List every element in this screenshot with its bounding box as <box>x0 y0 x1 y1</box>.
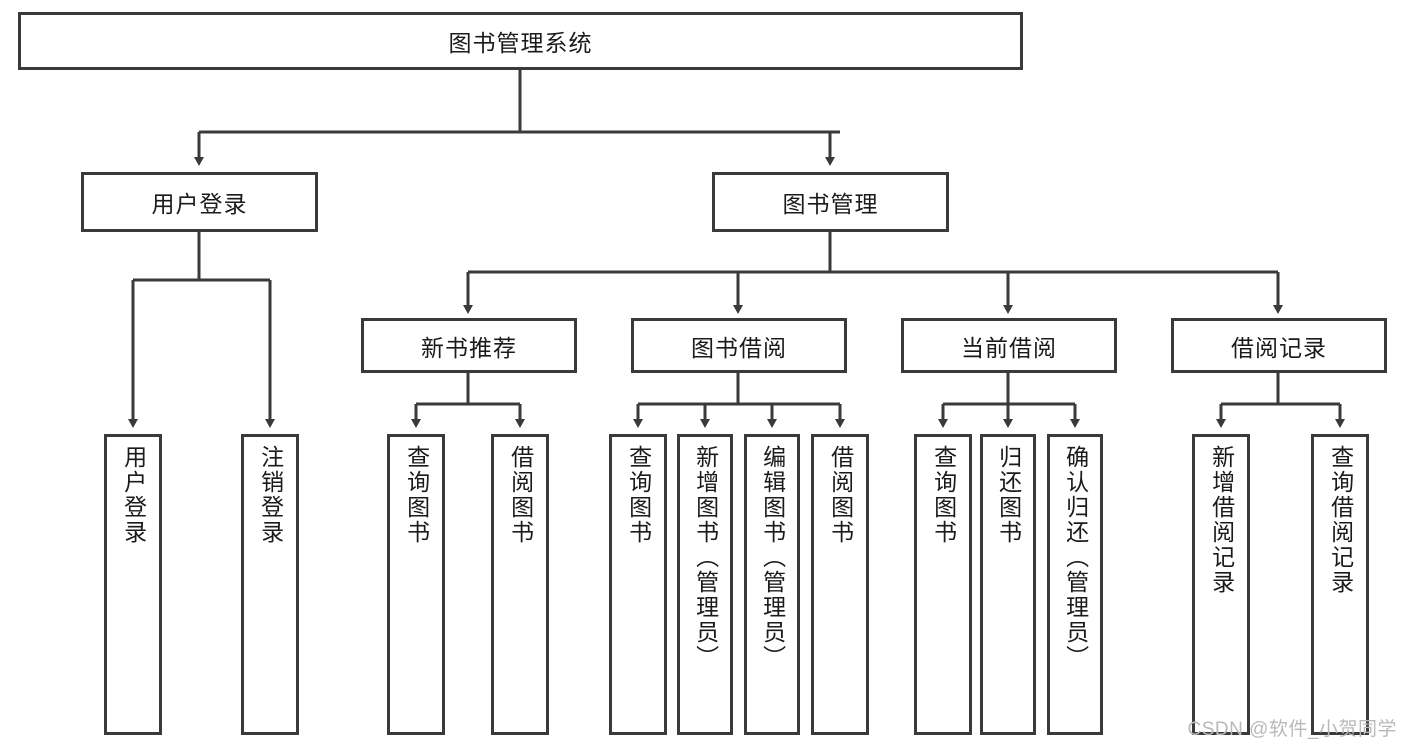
node-current-borrow[interactable]: 当前借阅 <box>901 318 1117 373</box>
leaf-recommend-borrow-book[interactable]: 借阅图书 <box>491 434 549 735</box>
node-book-borrow[interactable]: 图书借阅 <box>631 318 847 373</box>
leaf-label: 新增图书（管理员） <box>692 445 719 670</box>
leaf-recommend-query-book[interactable]: 查询图书 <box>387 434 445 735</box>
node-new-book-recommend-label: 新书推荐 <box>421 334 517 361</box>
leaf-label: 查询借阅记录 <box>1327 445 1354 595</box>
leaf-label: 查询图书 <box>930 445 957 545</box>
leaf-user-login-signout[interactable]: 注销登录 <box>241 434 299 735</box>
leaf-label: 查询图书 <box>403 445 430 545</box>
node-new-book-recommend[interactable]: 新书推荐 <box>361 318 577 373</box>
leaf-current-confirm-return[interactable]: 确认归还（管理员） <box>1047 434 1103 735</box>
leaf-borrow-add-book[interactable]: 新增图书（管理员） <box>677 434 733 735</box>
leaf-record-query-record[interactable]: 查询借阅记录 <box>1311 434 1369 735</box>
leaf-label: 编辑图书（管理员） <box>759 445 786 670</box>
leaf-label: 确认归还（管理员） <box>1062 445 1089 670</box>
leaf-current-query-book[interactable]: 查询图书 <box>914 434 972 735</box>
node-root[interactable]: 图书管理系统 <box>18 12 1023 70</box>
node-borrow-record-label: 借阅记录 <box>1231 334 1327 361</box>
node-borrow-record[interactable]: 借阅记录 <box>1171 318 1387 373</box>
node-book-borrow-label: 图书借阅 <box>691 334 787 361</box>
leaf-borrow-edit-book[interactable]: 编辑图书（管理员） <box>744 434 800 735</box>
leaf-current-return-book[interactable]: 归还图书 <box>980 434 1036 735</box>
leaf-label: 注销登录 <box>257 445 284 545</box>
watermark: CSDN @软件_小贺同学 <box>1187 719 1397 740</box>
node-user-login-label: 用户登录 <box>151 191 248 217</box>
node-root-label: 图书管理系统 <box>448 30 593 56</box>
node-book-management-label: 图书管理 <box>782 191 879 217</box>
node-book-management[interactable]: 图书管理 <box>712 172 949 232</box>
leaf-borrow-borrow-book[interactable]: 借阅图书 <box>811 434 869 735</box>
leaf-label: 用户登录 <box>120 445 147 545</box>
node-current-borrow-label: 当前借阅 <box>961 334 1057 361</box>
leaf-user-login-signin[interactable]: 用户登录 <box>104 434 162 735</box>
leaf-record-add-record[interactable]: 新增借阅记录 <box>1192 434 1250 735</box>
leaf-label: 归还图书 <box>995 445 1022 545</box>
leaf-label: 新增借阅记录 <box>1208 445 1235 595</box>
leaf-label: 借阅图书 <box>507 445 534 545</box>
leaf-borrow-query-book[interactable]: 查询图书 <box>609 434 667 735</box>
leaf-label: 借阅图书 <box>827 445 854 545</box>
leaf-label: 查询图书 <box>625 445 652 545</box>
node-user-login[interactable]: 用户登录 <box>81 172 318 232</box>
